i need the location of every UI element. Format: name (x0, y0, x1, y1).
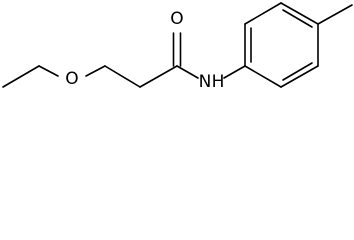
ring-bond-2 (244, 2, 282, 25)
ring-bond-3 (280, 2, 319, 25)
bond-ethyl-c1-c2 (2, 65, 40, 88)
bond-n-ring (223, 65, 246, 79)
chemical-structure: O O N H (2, 2, 353, 92)
ether-oxygen-label: O (65, 69, 78, 89)
bond-c2-carbonyl-c (139, 65, 178, 88)
amide-hydrogen-label: H (212, 72, 225, 92)
ring-inner-bond-top-right (282, 9, 313, 28)
amide-nitrogen-label: N (199, 72, 212, 92)
ring-bond-6 (244, 65, 282, 88)
bond-ring-methyl (317, 4, 353, 25)
ring-bond-5 (280, 65, 319, 88)
bond-carbonyl-c-n (176, 65, 199, 79)
ring-inner-bond-bottom-right (282, 62, 313, 81)
bond-o-c3 (85, 65, 106, 77)
bond-c3-c2 (104, 65, 141, 88)
carbonyl-oxygen-label: O (170, 9, 183, 29)
bond-ethyl-c2-o (38, 65, 59, 77)
